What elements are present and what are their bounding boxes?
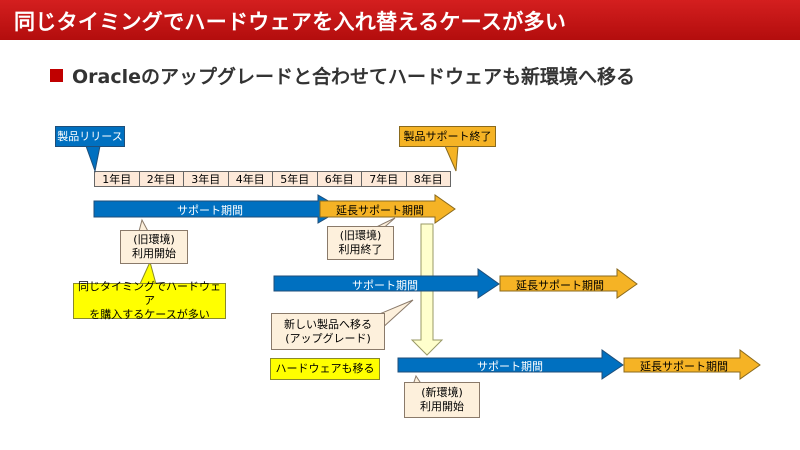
extended-arrow-3	[623, 349, 761, 380]
release-label: 製品リリース	[57, 129, 123, 143]
support-end-label: 製品サポート終了	[403, 129, 492, 143]
old-end-line2: 利用終了	[338, 243, 383, 256]
year-cell: 8年目	[405, 171, 451, 187]
year-cell: 7年目	[361, 171, 407, 187]
extended-arrow-1	[319, 194, 456, 224]
extended-label-1: 延長サポート期間	[336, 204, 424, 217]
move-new-callout: 新しい製品へ移る (アップグレード)	[271, 313, 385, 350]
hw-move-callout: ハードウェアも移る	[270, 358, 380, 380]
support-arrow-3	[397, 349, 624, 380]
subtitle: Oracleのアップグレードと合わせてハードウェアも新環境へ移る	[72, 66, 636, 88]
old-end-callout: (旧環境) 利用終了	[327, 226, 394, 260]
header-bar: 同じタイミングでハードウェアを入れ替えるケースが多い	[0, 0, 800, 40]
old-start-callout: (旧環境) 利用開始	[120, 230, 188, 264]
old-start-line1: (旧環境)	[133, 233, 175, 246]
hw-buy-line2: を購入するケースが多い	[89, 308, 210, 321]
new-start-line1: (新環境)	[421, 386, 463, 399]
old-end-line1: (旧環境)	[339, 229, 382, 242]
year-cell: 2年目	[138, 171, 184, 187]
support-label-3: サポート期間	[477, 360, 543, 373]
support-label-2: サポート期間	[352, 279, 418, 292]
extended-label-2: 延長サポート期間	[516, 279, 604, 292]
old-start-line2: 利用開始	[132, 247, 176, 260]
year-cell: 1年目	[94, 171, 140, 187]
move-new-line2: (アップグレード)	[285, 331, 371, 345]
year-timeline: 1年目 2年目 3年目 4年目 5年目 6年目 7年目 8年目	[94, 171, 451, 187]
support-end-callout: 製品サポート終了	[399, 126, 496, 147]
new-start-line2: 利用開始	[420, 400, 464, 413]
release-callout: 製品リリース	[55, 126, 125, 147]
page-title: 同じタイミングでハードウェアを入れ替えるケースが多い	[14, 10, 567, 34]
extended-label-3: 延長サポート期間	[640, 360, 728, 373]
year-cell: 3年目	[183, 171, 229, 187]
extended-arrow-2	[499, 268, 638, 299]
bullet-square	[50, 69, 63, 82]
hw-move-label: ハードウェアも移る	[275, 362, 375, 375]
year-cell: 6年目	[316, 171, 362, 187]
hw-buy-line1: 同じタイミングでハードウェア	[78, 280, 221, 307]
support-arrow-2	[273, 268, 500, 299]
support-label-1: サポート期間	[177, 204, 243, 217]
move-new-line1: 新しい製品へ移る	[284, 317, 372, 331]
new-start-callout: (新環境) 利用開始	[404, 382, 480, 418]
hw-buy-callout: 同じタイミングでハードウェア を購入するケースが多い	[73, 280, 226, 321]
release-callout-tail	[85, 145, 101, 173]
year-cell: 4年目	[227, 171, 273, 187]
support-end-callout-tail	[444, 145, 459, 172]
